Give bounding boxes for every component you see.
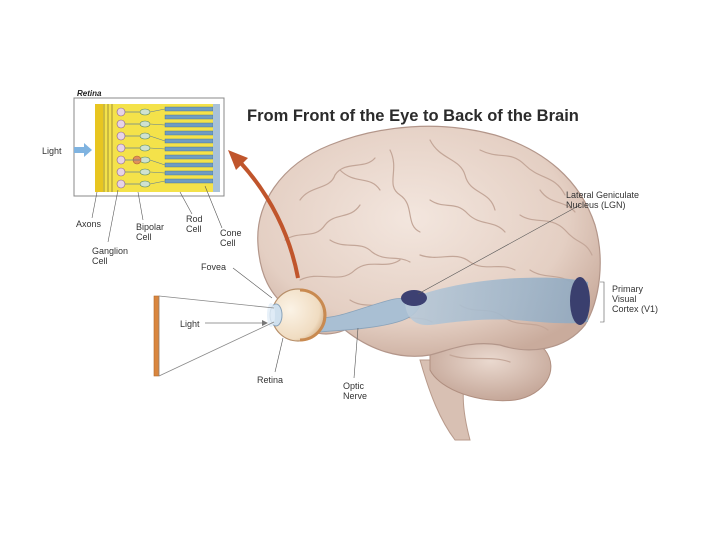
brain-gyri [284, 139, 593, 363]
label-v1: Primary Visual Cortex (V1) [612, 284, 659, 314]
label-light-eye: Light [180, 319, 200, 329]
label-ganglion-cell: Ganglion Cell [92, 246, 129, 266]
label-optic-nerve: Optic Nerve [343, 381, 368, 401]
eye-illustration [267, 288, 327, 342]
label-light-inset: Light [42, 146, 62, 156]
v1-region [570, 277, 590, 325]
zoom-arrow [228, 150, 300, 279]
inset-light-arrow [74, 143, 92, 157]
visual-pathway [317, 277, 590, 333]
label-retina-eye: Retina [257, 375, 284, 385]
leader-lines [91, 185, 605, 379]
retina-inset-title: Retina [77, 89, 102, 98]
label-cone-cell: Cone Cell [220, 228, 242, 248]
viewed-object [153, 295, 275, 377]
label-rod-cell: Rod Cell [186, 214, 203, 234]
object-bar [153, 295, 160, 377]
eye-cornea [267, 303, 275, 327]
lgn-nucleus [401, 290, 427, 306]
eye-retina-layer [299, 288, 327, 342]
optic-radiation [405, 277, 588, 326]
retina-inset [73, 97, 225, 197]
photoreceptors [164, 106, 214, 184]
label-axons: Axons [76, 219, 102, 229]
label-bipolar-cell: Bipolar Cell [136, 222, 165, 242]
diagram-title: From Front of the Eye to Back of the Bra… [247, 107, 579, 125]
label-lgn: Lateral Geniculate Nucleus (LGN) [566, 190, 640, 210]
label-fovea: Fovea [201, 262, 227, 272]
